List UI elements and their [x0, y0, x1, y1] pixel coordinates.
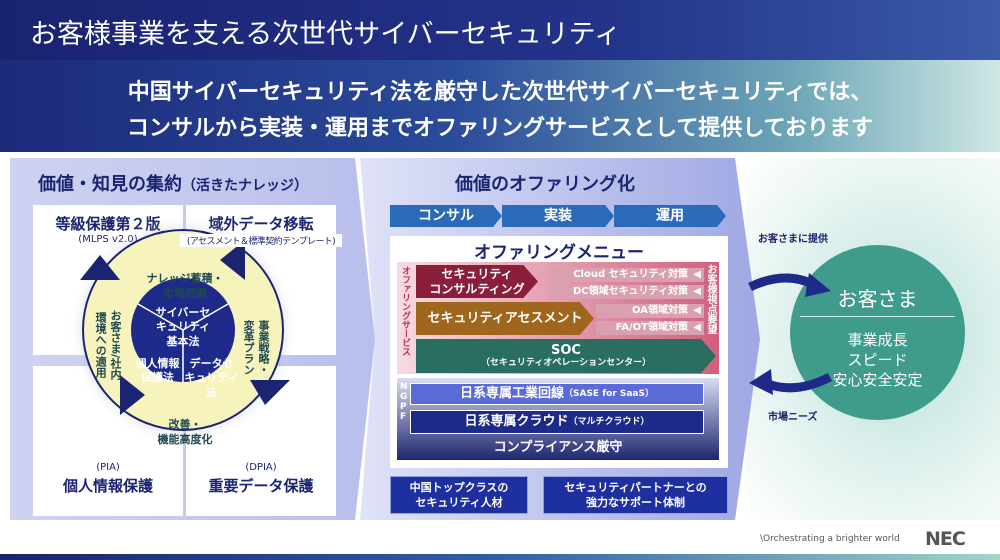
cycle-step-apply: お客さま/社内 環境への適用 [94, 310, 122, 381]
provide-arrow-icon [748, 273, 818, 292]
flow-arrows [748, 273, 833, 395]
ngpf-industrial-line: 日系専属工業回線（SASE for SaaS） [410, 383, 704, 405]
left-title-main: 価値・知見の集約 [38, 174, 182, 195]
ngpf-item-note: （SASE for SaaS） [564, 388, 654, 399]
arrow-head-icon [80, 255, 120, 280]
header-band: お客様事業を支える次世代サイバーセキュリティ [0, 0, 1000, 60]
cycle-diagram [70, 220, 298, 445]
ngpf-item-label: 日系専属工業回線 [459, 386, 564, 402]
offering-service-label: オファリングサービス [400, 266, 410, 356]
ngpf-item-note: （マルチクラウド） [568, 416, 650, 427]
quadrant-note: (DPIA) [245, 462, 277, 473]
soc-sublabel: （セキュリティオペレーションセンター） [480, 358, 652, 369]
circle-divider [800, 316, 955, 317]
ngpf-cloud: 日系専属クラウド（マルチクラウド） [410, 410, 704, 434]
nec-logo: NEC [925, 528, 966, 550]
subheader-band: 中国サイバーセキュリティ法を厳守した次世代サイバーセキュリティでは、 コンサルか… [0, 60, 1000, 152]
arrow-head-icon [220, 240, 245, 280]
ngpf-label: NGPF [400, 382, 408, 422]
arrow-head-icon [250, 380, 290, 405]
cycle-step-improve: 改善・ 機能高度化 [157, 418, 213, 446]
left-title: 価値・知見の集約（活きたナレッジ） [38, 170, 308, 196]
market-needs-label: 市場ニーズ [768, 412, 818, 423]
tagline: \Orchestrating a brighter world [760, 534, 900, 544]
tag-oa: OA領域対策 [596, 304, 704, 318]
step-operate: 運用 [614, 205, 726, 227]
offering-security-consulting: セキュリティ コンサルティング [416, 265, 538, 298]
tag-fa-ot: FA/OT領域対策 [596, 321, 704, 335]
ngpf-item-label: 日系専属クラウド [464, 414, 569, 430]
quadrant-title: 個人情報保護 [62, 477, 153, 495]
offering-soc: SOC（セキュリティオペレーションセンター） [416, 339, 716, 373]
left-title-note: （活きたナレッジ） [182, 178, 308, 194]
quadrant-note: (アセスメント＆標準契約テンプレート) [180, 234, 342, 247]
value-speed: スピード [847, 351, 908, 369]
needs-arrow-icon [763, 372, 833, 393]
offering-security-assessment: セキュリティアセスメント [416, 302, 594, 335]
core-cybersecurity-law: サイバーセ キュリティ 基本法 [155, 306, 211, 348]
subheader-line-1: 中国サイバーセキュリティ法を厳守した次世代サイバーセキュリティでは、 [127, 80, 873, 105]
slide-title: お客様事業を支える次世代サイバーセキュリティ [30, 19, 622, 50]
offering-menu-title: オファリングメニュー [474, 243, 644, 263]
step-implement: 実装 [502, 205, 614, 227]
top-talent-box: 中国トップクラスの セキュリティ人材 [390, 476, 528, 514]
provide-arrowhead-icon [805, 273, 831, 297]
customer-circle [790, 245, 965, 420]
soc-label: SOC [551, 342, 581, 358]
tag-dc-security: DC領域セキュリティ対策 [549, 285, 704, 299]
cycle-step-knowledge: ナレッジ蓄積・ 市場把握 [146, 272, 224, 300]
footer-bar [0, 554, 1000, 560]
subheader-line-2: コンサルから実装・運用までオファリングサービスとして提供しております [126, 116, 874, 141]
cycle-arrow-heads [80, 240, 290, 415]
quadrant-title: 重要データ保護 [208, 477, 314, 495]
middle-title: 価値のオファリング化 [455, 174, 635, 195]
partner-support-box: セキュリティパートナーとの 強力なサポート体制 [543, 476, 728, 514]
cycle-step-strategy: 事業戦略・ 変革プラン [242, 320, 270, 375]
arrow-head-icon [120, 375, 145, 415]
needs-arrowhead-icon [749, 369, 773, 395]
value-safety: 安心安全安定 [832, 371, 923, 389]
customer-request-label: お客様視点要望 [705, 264, 716, 334]
customer-values: 事業成長 スピード 安心安全安定 [790, 330, 965, 390]
quadrant-note: (MLPS v2.0) [78, 234, 138, 245]
step-consult: コンサル [390, 205, 502, 227]
core-personal-info-law: 個人情報 保護法 [135, 357, 180, 385]
core-dividers [137, 303, 229, 382]
provide-label: お客さまに提供 [758, 234, 828, 245]
customer-circle-title: お客さま [837, 287, 918, 311]
tag-cloud-security: Cloud セキュリティ対策 [549, 268, 704, 282]
core-data-security-law: データセ キュリティ 法 [184, 357, 239, 399]
compliance-label: コンプライアンス厳守 [493, 440, 623, 456]
value-growth: 事業成長 [847, 331, 908, 349]
quadrant-note: (PIA) [96, 462, 120, 473]
